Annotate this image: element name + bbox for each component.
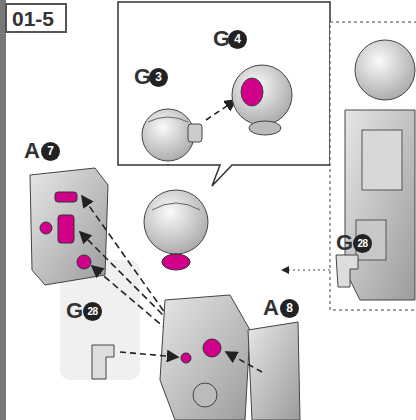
callout-number: 8: [280, 299, 299, 318]
part-letter: A: [263, 297, 279, 319]
callout-number: 28: [353, 234, 372, 253]
part-letter: G: [336, 232, 353, 254]
callout-number: 4: [228, 30, 247, 49]
part-letter: A: [24, 140, 40, 162]
callout-number: 3: [149, 68, 168, 87]
callout-number: 28: [83, 302, 102, 321]
step-number: 01-5: [12, 8, 54, 29]
part-letter: G: [66, 300, 83, 322]
callout-number: 7: [41, 142, 60, 161]
